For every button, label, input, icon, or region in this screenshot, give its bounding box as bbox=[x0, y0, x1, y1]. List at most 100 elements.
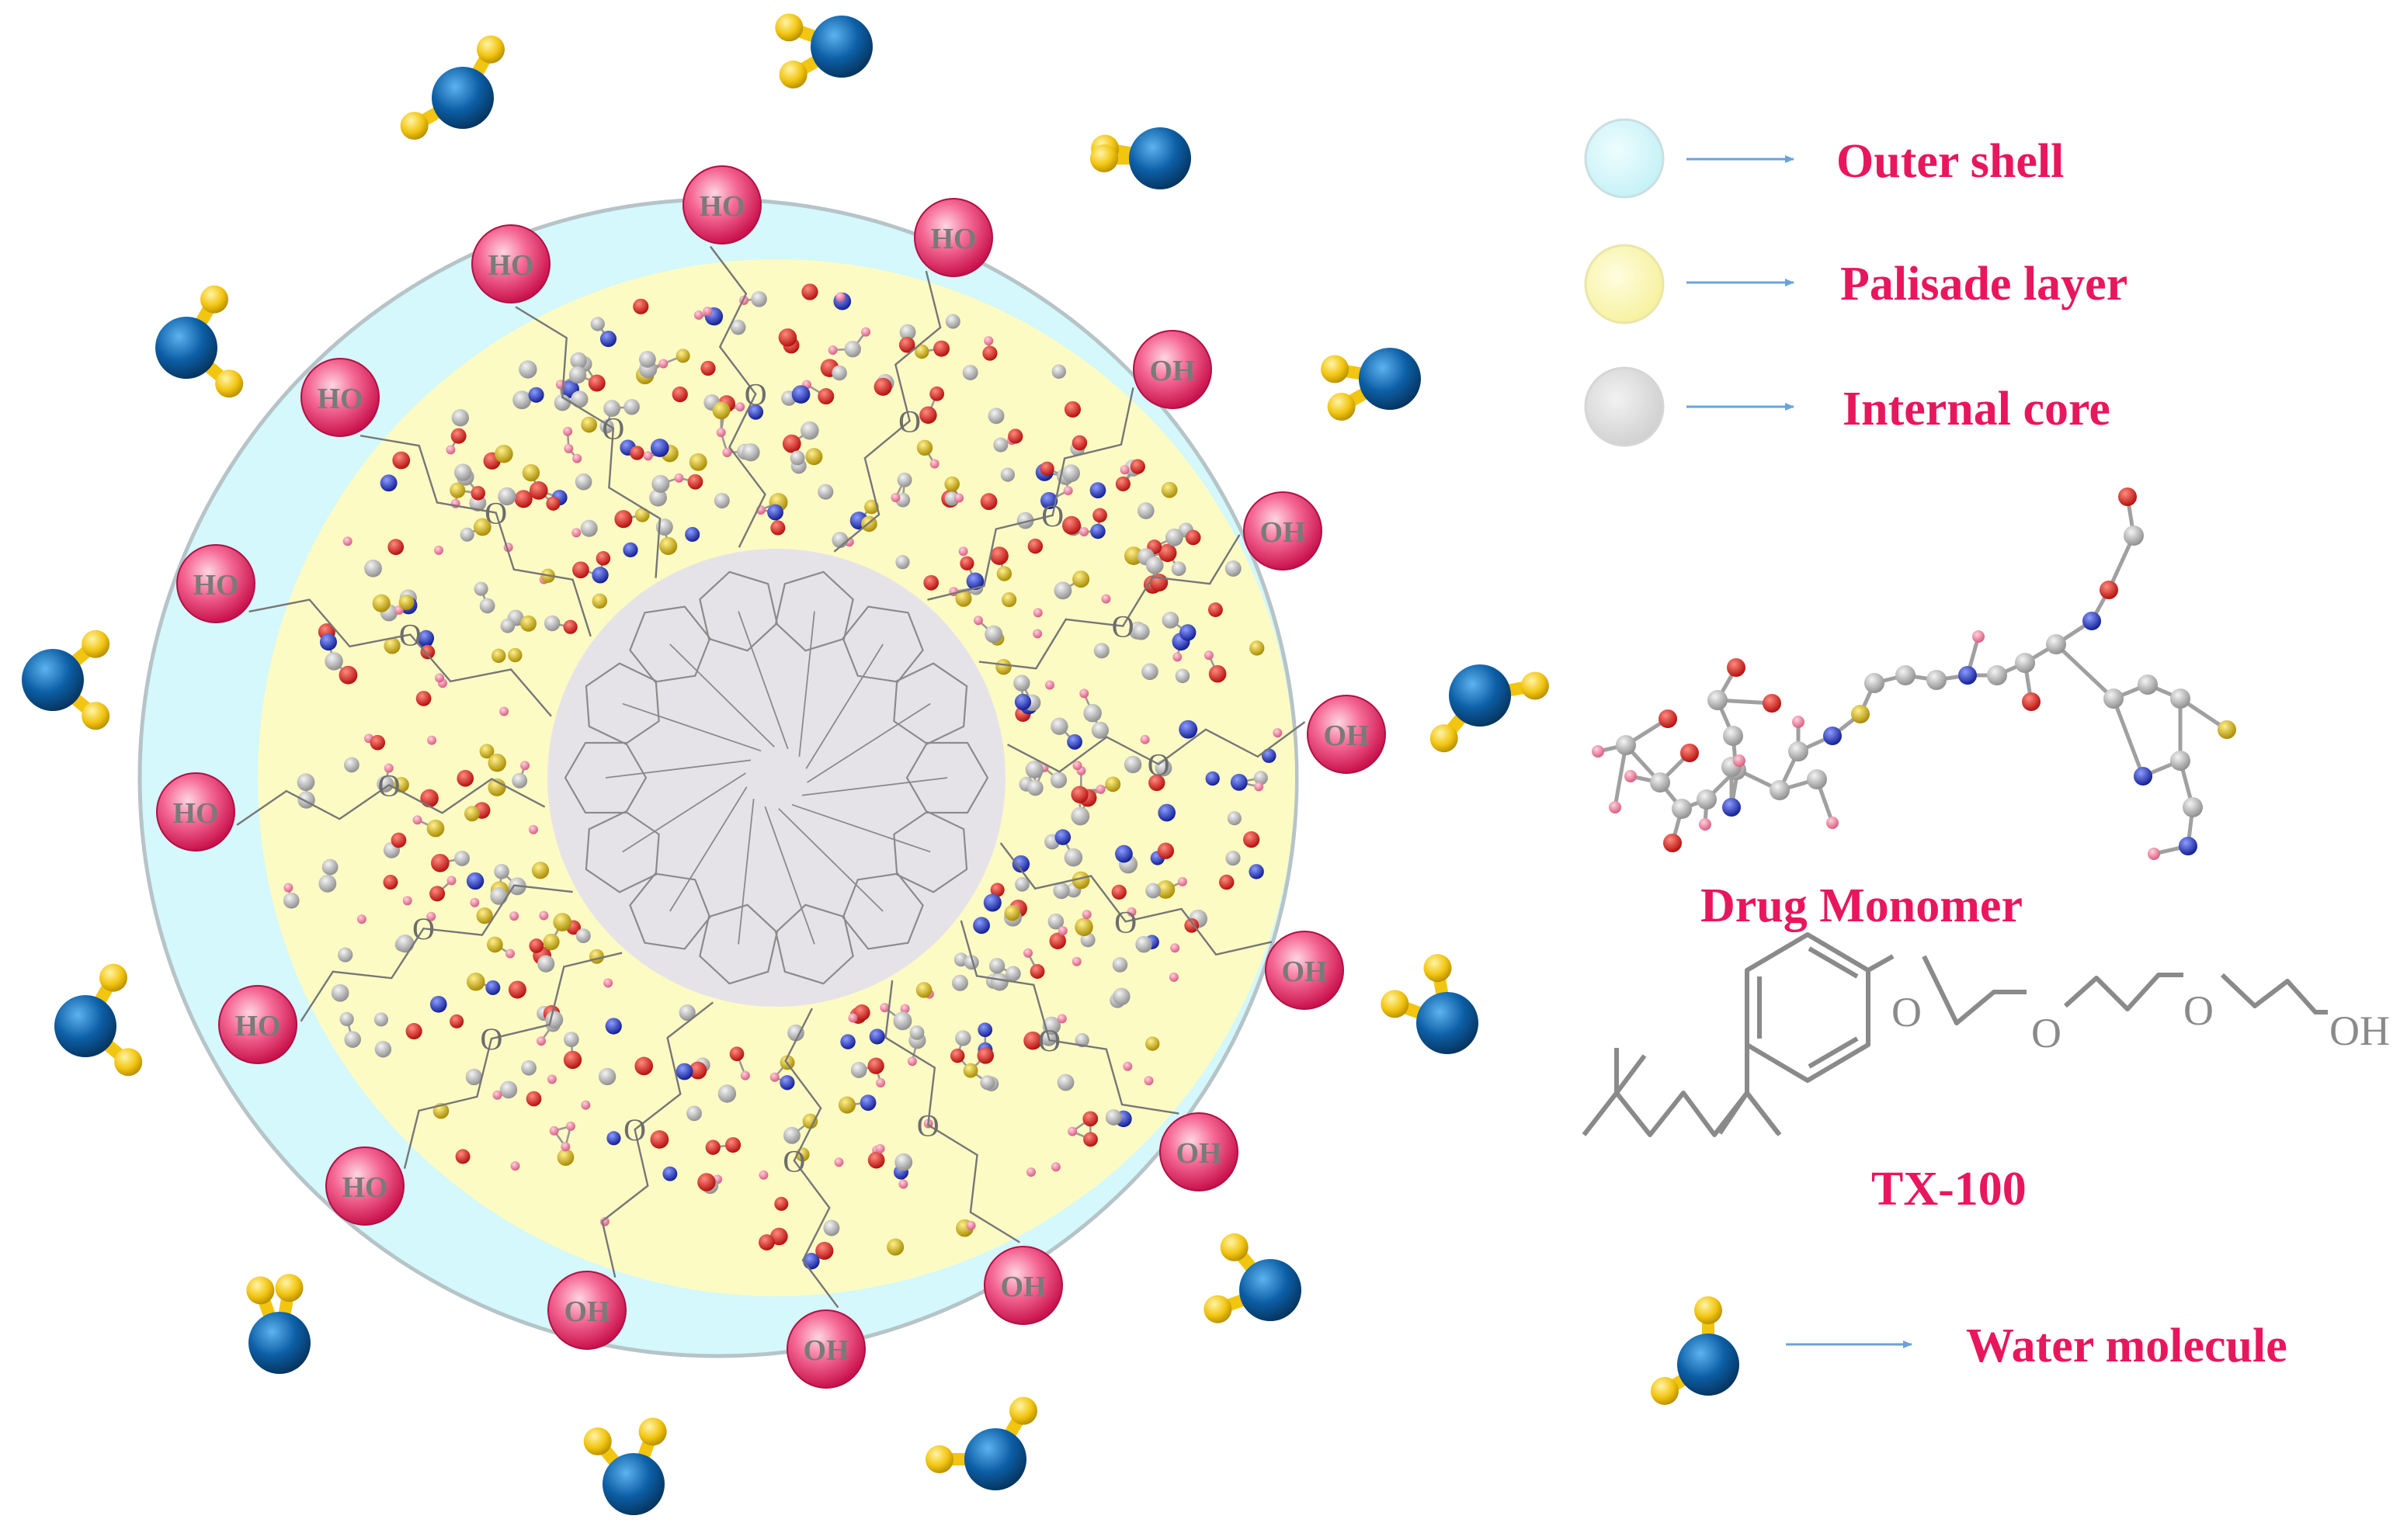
atom bbox=[923, 574, 940, 591]
hydroxyl-head-icon: HO bbox=[683, 165, 762, 245]
hydroxyl-head-icon: OH bbox=[787, 1309, 866, 1389]
atom bbox=[623, 398, 640, 415]
atom bbox=[1140, 734, 1150, 744]
hydroxyl-label: HO bbox=[488, 249, 533, 282]
atom bbox=[2183, 797, 2203, 817]
atom bbox=[1105, 1109, 1122, 1126]
atom bbox=[1004, 905, 1020, 921]
atom bbox=[860, 1094, 877, 1111]
atom bbox=[531, 862, 550, 879]
core-chain bbox=[764, 806, 815, 945]
hydroxyl-head-icon: OH bbox=[1159, 1112, 1238, 1191]
tx100-chains bbox=[236, 245, 1306, 1309]
atom bbox=[1030, 964, 1045, 979]
atom bbox=[605, 1018, 622, 1035]
atom bbox=[563, 1050, 582, 1070]
atom bbox=[963, 1063, 978, 1078]
atom bbox=[893, 1011, 912, 1031]
atom bbox=[572, 453, 582, 463]
atom bbox=[1080, 932, 1096, 948]
atom bbox=[1124, 755, 1142, 774]
atom bbox=[832, 532, 849, 549]
atom bbox=[982, 345, 998, 361]
atom bbox=[844, 340, 861, 358]
core-ring bbox=[775, 904, 854, 985]
atom bbox=[603, 400, 621, 418]
water-molecule-icon bbox=[54, 963, 143, 1077]
atom bbox=[945, 314, 960, 329]
atom bbox=[729, 1046, 745, 1062]
atom bbox=[1184, 917, 1200, 933]
water-molecule-icon bbox=[22, 630, 110, 730]
atom bbox=[581, 416, 598, 433]
ether-oxygen-label: O bbox=[485, 495, 507, 530]
atom bbox=[1161, 481, 1178, 498]
atom bbox=[697, 1173, 716, 1191]
atom bbox=[787, 1024, 804, 1042]
atom bbox=[1158, 543, 1177, 563]
atom bbox=[398, 594, 415, 610]
atom bbox=[818, 388, 835, 405]
atom bbox=[405, 1022, 422, 1040]
atom bbox=[570, 352, 587, 369]
tx100-chain bbox=[403, 952, 623, 1169]
atom bbox=[1075, 917, 1093, 937]
atom bbox=[1063, 486, 1073, 496]
atom bbox=[958, 546, 968, 557]
ether-oxygen-label: O bbox=[1148, 747, 1170, 782]
ether-oxygen-label: O bbox=[1114, 904, 1137, 939]
water-molecule-icon bbox=[926, 1396, 1037, 1490]
water-molecule-icon bbox=[775, 13, 873, 88]
atom bbox=[834, 1157, 844, 1167]
atom bbox=[1105, 776, 1121, 793]
bond bbox=[2111, 698, 2145, 777]
atom bbox=[1624, 770, 1637, 782]
atom bbox=[1112, 957, 1128, 973]
atom bbox=[783, 1126, 801, 1144]
tx100-chain bbox=[248, 598, 552, 717]
atom bbox=[929, 459, 940, 469]
atom bbox=[907, 1056, 917, 1067]
core-ring bbox=[699, 904, 778, 985]
internal-core bbox=[547, 549, 1006, 1007]
atom bbox=[339, 665, 358, 685]
atom bbox=[914, 344, 929, 359]
atom bbox=[977, 1047, 995, 1064]
atom bbox=[1072, 956, 1082, 966]
tx100-chain bbox=[784, 1008, 839, 1309]
atom bbox=[1243, 831, 1260, 848]
core-ring bbox=[629, 605, 711, 683]
atom bbox=[782, 434, 801, 453]
atom bbox=[598, 1067, 617, 1086]
atom bbox=[571, 390, 589, 408]
atom bbox=[599, 330, 617, 348]
atom bbox=[651, 474, 670, 493]
atom bbox=[874, 377, 892, 396]
atom bbox=[1208, 664, 1227, 683]
atom bbox=[790, 450, 805, 466]
atom bbox=[383, 875, 398, 890]
atom bbox=[679, 1004, 696, 1021]
atom bbox=[2124, 525, 2144, 546]
atom bbox=[802, 1113, 818, 1129]
atom bbox=[1051, 1162, 1061, 1172]
atom bbox=[589, 949, 605, 964]
atom bbox=[370, 734, 386, 751]
atom bbox=[476, 907, 493, 924]
atom bbox=[498, 487, 516, 506]
atom bbox=[869, 1028, 885, 1045]
atom bbox=[539, 910, 549, 921]
atom bbox=[505, 949, 516, 959]
atom bbox=[338, 947, 353, 962]
atom bbox=[1058, 926, 1068, 936]
atom bbox=[297, 773, 315, 792]
atom bbox=[689, 453, 707, 471]
atom bbox=[512, 390, 532, 410]
atom bbox=[479, 744, 495, 759]
water-molecule-icon bbox=[1429, 664, 1549, 753]
atom bbox=[672, 386, 688, 403]
water-molecule-icon bbox=[1381, 954, 1478, 1054]
atom bbox=[514, 490, 533, 508]
hydroxyl-head-icon: OH bbox=[1307, 695, 1386, 774]
